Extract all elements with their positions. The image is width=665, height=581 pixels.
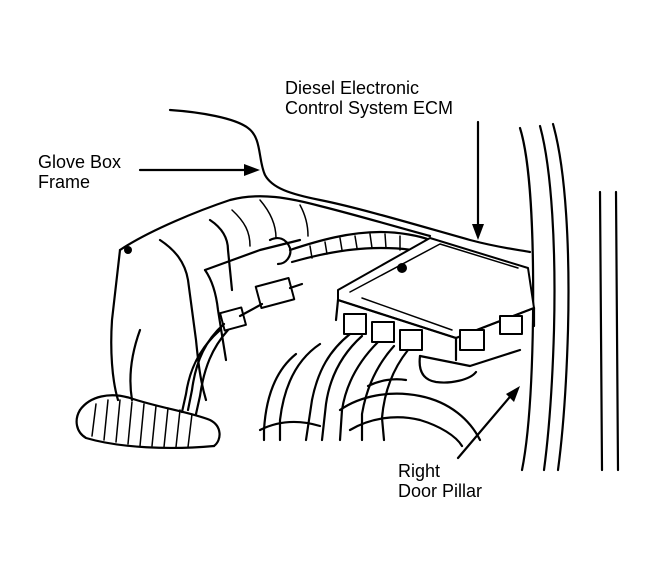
glove-box-label-line2: Frame [38,172,91,192]
ecm-label-line2: Control System ECM [285,98,454,118]
ecm-module [334,237,536,384]
wiring-harness-left [180,230,432,416]
door-pillar-label-line2: Door Pillar [398,481,483,501]
leader-arrows [138,120,520,460]
glove-arrow-head [244,164,260,176]
door-pillar-label: Right Door Pillar [398,461,482,501]
glove-box-label-line1: Glove Box [38,152,122,172]
lower-left-connector-bundle [75,328,221,450]
glove-box-label: Glove Box Frame [38,152,121,192]
pillar-arrow-head [506,386,520,402]
ecm-label: Diesel Electronic Control System ECM [285,78,453,118]
door-pillar-label-line1: Right [398,461,441,481]
ecm-cable-bundle [258,332,482,448]
ecm-label-line1: Diesel Electronic [285,78,420,98]
right-door-pillar [518,122,620,472]
ecm-arrow-head [472,224,484,240]
